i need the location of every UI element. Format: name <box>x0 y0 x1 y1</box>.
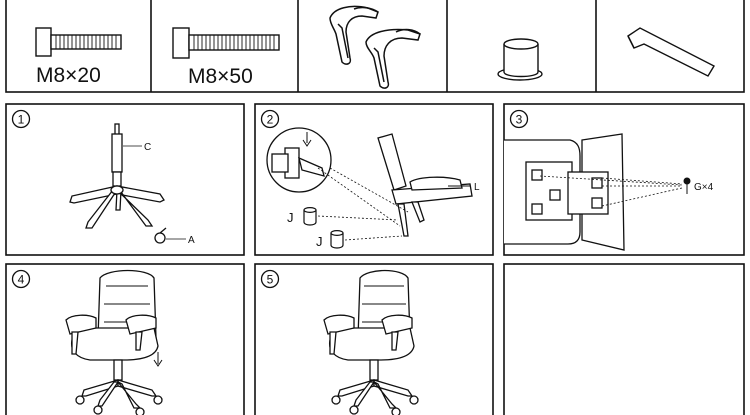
screw-g-icon <box>683 177 691 194</box>
part-callout-l: L <box>474 182 480 193</box>
part-callout-a: A <box>188 235 195 246</box>
step-number: 1 <box>18 113 25 127</box>
chair-assembly-illustration <box>65 269 163 415</box>
armrest-pair-icon <box>329 5 421 89</box>
step-panel-4 <box>5 263 245 415</box>
step-number-badge <box>11 269 31 289</box>
parts-row-frame <box>5 0 745 93</box>
part-callout-c: C <box>144 142 151 153</box>
part-label-m8x50: M8×50 <box>188 65 253 88</box>
plug-cap-icon <box>303 207 344 249</box>
step-panel-6 <box>503 263 745 415</box>
step-number: 2 <box>267 113 274 127</box>
bolt-m8x20-icon <box>35 27 122 57</box>
step-panel-1 <box>5 103 245 256</box>
part-label-m8x20: M8×20 <box>36 64 101 87</box>
part-callout-j: J <box>316 234 323 249</box>
hex-key-icon <box>627 27 715 77</box>
part-callout-j: J <box>287 210 294 225</box>
step-panel-5 <box>254 263 494 415</box>
step-number: 4 <box>18 273 25 287</box>
part-callout-g: G×4 <box>694 182 714 193</box>
finished-chair-illustration <box>323 269 419 415</box>
step-number: 5 <box>267 273 274 287</box>
step-panel-2 <box>254 103 494 256</box>
parts-row <box>5 0 745 93</box>
step-number-badge <box>260 109 280 129</box>
plug-cap-icon <box>497 38 543 81</box>
base-and-gas-lift-illustration <box>69 123 167 244</box>
seat-mechanism-illustration <box>504 133 625 251</box>
step-number-badge <box>11 109 31 129</box>
bolt-m8x50-icon <box>172 27 280 59</box>
step-number: 3 <box>516 113 523 127</box>
armrest-attach-illustration <box>266 127 473 237</box>
step-number-badge <box>260 269 280 289</box>
step-number-badge <box>509 109 529 129</box>
